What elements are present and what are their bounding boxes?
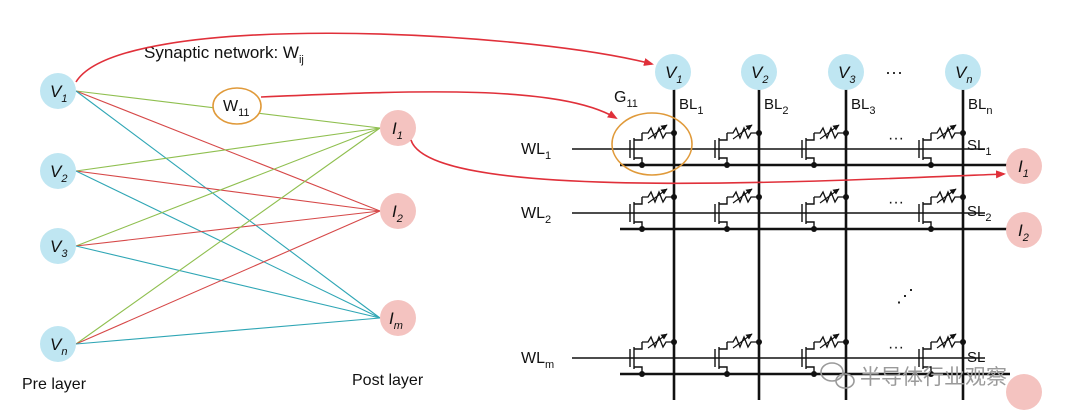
network-title: Synaptic network: Wij xyxy=(144,43,304,66)
arrow-v1-to-column xyxy=(75,32,654,83)
cell-r2-c3 xyxy=(801,188,849,232)
pre-layer-label: Pre layer xyxy=(22,376,87,393)
wordline-label-m: WLm xyxy=(521,350,554,371)
pre-layer-nodes: V1 V2 V3 Vn xyxy=(40,73,76,362)
svg-text:I2: I2 xyxy=(392,202,403,225)
sourceline-label-2: SL2 xyxy=(967,203,991,224)
column-node-v1: V1 xyxy=(655,54,691,90)
conductance-g11: G11 xyxy=(614,89,638,110)
cell-r1-c2 xyxy=(714,124,762,168)
output-node-i1: I1 xyxy=(1006,148,1042,184)
svg-text:V1: V1 xyxy=(50,82,67,105)
bit-lines xyxy=(672,86,965,400)
svg-text:Vn: Vn xyxy=(50,335,67,358)
wordline-labels: WL1 WL2 WLm xyxy=(521,141,554,371)
svg-text:V1: V1 xyxy=(665,63,682,86)
connection-v4-i3 xyxy=(75,317,381,345)
mapping-arrows xyxy=(75,32,1006,185)
output-node-i2: I2 xyxy=(1006,212,1042,248)
connection-v2-i3 xyxy=(75,170,381,319)
bitline-label-2: BL2 xyxy=(764,96,788,117)
column-node-vn: Vn xyxy=(945,54,981,90)
connection-v4-i2 xyxy=(75,210,381,345)
pre-node-v3: V3 xyxy=(40,228,76,264)
cell-r1-c1 xyxy=(629,124,677,168)
post-layer-label: Post layer xyxy=(352,372,424,389)
pre-node-vn: Vn xyxy=(40,326,76,362)
bitline-label-1: BL1 xyxy=(679,96,703,117)
synapse-connections xyxy=(75,90,381,345)
connection-v2-i1 xyxy=(75,127,381,172)
vertical-ellipsis: ⋰ xyxy=(896,286,914,306)
svg-text:I2: I2 xyxy=(1018,221,1029,244)
column-ellipsis: ··· xyxy=(885,62,903,82)
wordline-label-1: WL1 xyxy=(521,141,551,162)
connection-v1-i2 xyxy=(75,90,381,212)
svg-text:V3: V3 xyxy=(50,237,68,260)
cell-r3-c3 xyxy=(801,333,849,377)
arrow-w11-to-cell xyxy=(260,91,618,120)
svg-text:V2: V2 xyxy=(50,162,67,185)
post-node-i1: I1 xyxy=(380,110,416,146)
pre-node-v1: V1 xyxy=(40,73,76,109)
sourceline-labels: SL1 SL2 SL xyxy=(967,137,991,366)
svg-text:V3: V3 xyxy=(838,63,856,86)
connection-v4-i1 xyxy=(75,127,381,345)
svg-text:···: ··· xyxy=(888,194,904,211)
column-node-v3: V3 xyxy=(828,54,864,90)
column-node-v2: V2 xyxy=(741,54,777,90)
connection-v2-i2 xyxy=(75,170,381,212)
svg-text:I1: I1 xyxy=(1018,157,1029,180)
crossbar-array: G11 V1 V2 V3 Vn ··· BL1 BL2 xyxy=(521,54,1042,410)
sourceline-label-m: SL xyxy=(967,349,985,366)
bitline-label-3: BL3 xyxy=(851,96,875,117)
svg-text:Vn: Vn xyxy=(955,63,972,86)
output-nodes: I1 I2 xyxy=(1006,148,1042,410)
post-node-i2: I2 xyxy=(380,193,416,229)
bitline-labels: BL1 BL2 BL3 BLn xyxy=(679,96,992,117)
svg-text:···: ··· xyxy=(888,130,904,147)
cell-r2-c2 xyxy=(714,188,762,232)
svg-text:I1: I1 xyxy=(392,119,403,142)
svg-text:Im: Im xyxy=(389,309,403,332)
cell-r1-c4 xyxy=(918,124,966,168)
arrow-i1-to-output xyxy=(410,139,1006,185)
wordline-label-2: WL2 xyxy=(521,205,551,226)
connection-v3-i1 xyxy=(75,127,381,247)
wechat-icon xyxy=(820,362,855,389)
weight-w11: W11 xyxy=(212,87,262,125)
word-lines xyxy=(572,148,985,359)
svg-text:W11: W11 xyxy=(223,98,250,119)
bitline-label-n: BLn xyxy=(968,96,992,117)
post-layer-nodes: I1 I2 Im xyxy=(380,110,416,336)
watermark-text: 半导体行业观察 xyxy=(860,365,1007,389)
pre-node-v2: V2 xyxy=(40,153,76,189)
cell-r3-c4 xyxy=(918,333,966,377)
cell-r3-c2 xyxy=(714,333,762,377)
output-node-partial xyxy=(1006,374,1042,410)
cell-grid xyxy=(629,124,966,377)
svg-text:V2: V2 xyxy=(751,63,768,86)
sourceline-label-1: SL1 xyxy=(967,137,991,158)
cell-g11-highlight xyxy=(611,112,693,176)
connection-v3-i3 xyxy=(75,245,381,319)
column-nodes: V1 V2 V3 Vn xyxy=(655,54,981,90)
cell-r1-c3 xyxy=(801,124,849,168)
cell-r3-c1 xyxy=(629,333,677,377)
cell-r2-c1 xyxy=(629,188,677,232)
row-ellipses: ··· ··· ··· ⋰ xyxy=(888,130,914,356)
svg-text:···: ··· xyxy=(888,339,904,356)
cell-r2-c4 xyxy=(918,188,966,232)
post-node-im: Im xyxy=(380,300,416,336)
connection-v1-i3 xyxy=(75,90,381,319)
connection-v3-i2 xyxy=(75,210,381,247)
watermark: 半导体行业观察 xyxy=(820,362,1007,389)
